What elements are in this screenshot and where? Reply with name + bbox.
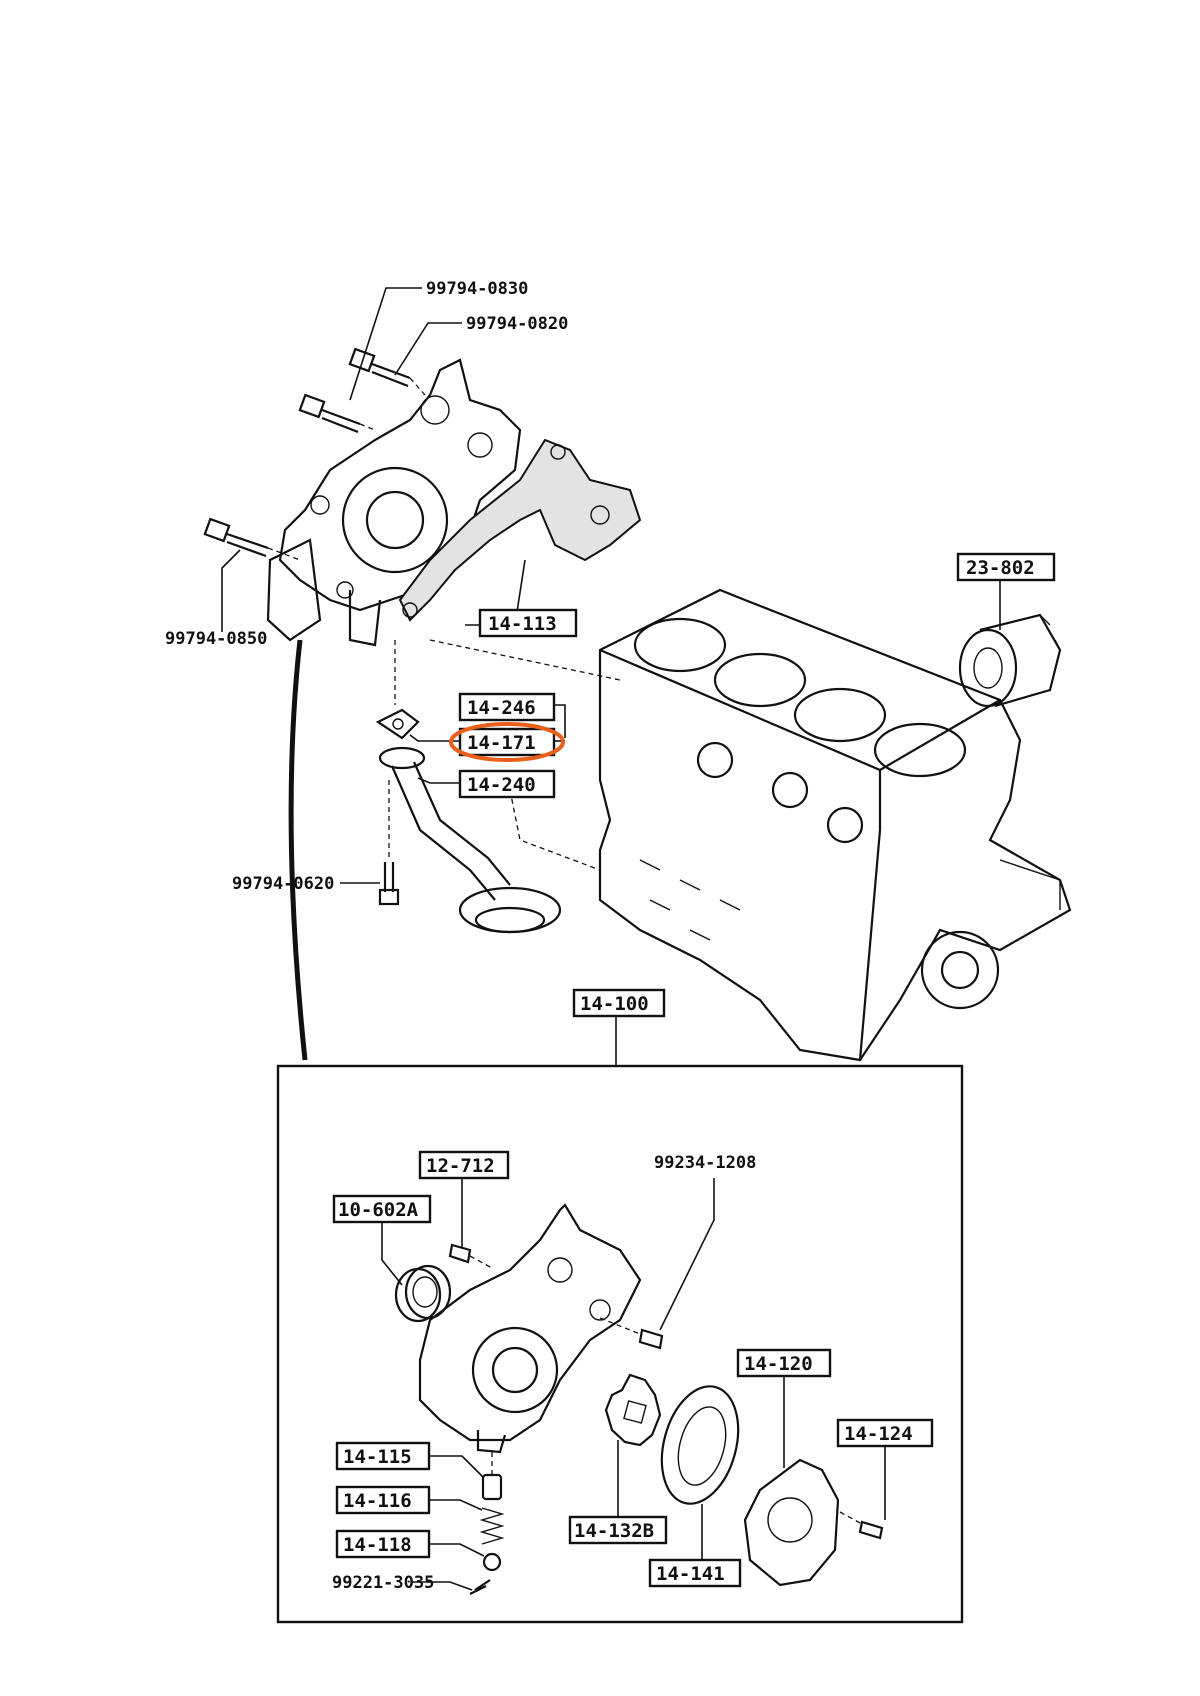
label-pin-3035: 99221-3035 [332, 1573, 434, 1593]
highlight-ring [449, 722, 565, 762]
svg-text:14-113: 14-113 [488, 613, 557, 635]
svg-text:14-240: 14-240 [467, 774, 536, 796]
svg-text:14-115: 14-115 [343, 1446, 412, 1468]
bolt-0820-icon [348, 347, 411, 388]
bolt-0850-icon [203, 517, 269, 558]
svg-text:23-802: 23-802 [966, 557, 1035, 579]
label-bolt-0850: 99794-0850 [165, 629, 267, 649]
label-seat-118: 14-118 [335, 1529, 431, 1559]
svg-text:14-120: 14-120 [744, 1353, 813, 1375]
bolt-0830-icon [298, 393, 361, 434]
svg-text:14-124: 14-124 [844, 1423, 913, 1445]
assembly-detail-frame [276, 1064, 964, 1624]
oil-seal-detail [394, 1264, 452, 1323]
svg-text:14-171: 14-171 [467, 732, 536, 754]
svg-text:14-141: 14-141 [656, 1563, 725, 1585]
label-gasket-113: 14-113 [478, 608, 578, 638]
assembly-dashed-lines [267, 377, 621, 871]
outer-rotor-detail [660, 1385, 740, 1505]
label-part-246: 14-246 [458, 692, 556, 722]
svg-text:14-132B: 14-132B [574, 1520, 654, 1542]
svg-text:12-712: 12-712 [426, 1155, 495, 1177]
svg-text:14-246: 14-246 [467, 697, 536, 719]
label-pin-1208: 99234-1208 [654, 1153, 756, 1173]
pump-cover-detail [743, 1458, 840, 1587]
label-pin-712: 12-712 [418, 1150, 510, 1180]
oil-pump-body [266, 358, 522, 647]
bolt-0620-icon [378, 862, 400, 906]
dowel-pin-detail [448, 1243, 493, 1269]
leader-lines [221, 287, 1001, 1591]
relief-valve-parts [469, 1452, 505, 1595]
label-bolt-0620: 99794-0620 [232, 874, 334, 894]
label-rotor-141: 14-141 [648, 1558, 742, 1588]
svg-text:14-100: 14-100 [580, 993, 649, 1015]
svg-text:14-118: 14-118 [343, 1534, 412, 1556]
label-plunger-115: 14-115 [335, 1441, 431, 1471]
label-bolt-0820: 99794-0820 [466, 314, 568, 334]
pin-1208-detail [599, 1317, 664, 1350]
engine-block [598, 588, 1072, 1062]
label-strainer-240: 14-240 [458, 769, 556, 799]
label-spring-116: 14-116 [335, 1485, 431, 1515]
label-cover-120: 14-120 [736, 1348, 832, 1378]
svg-text:10-602A: 10-602A [338, 1199, 419, 1221]
label-part-171: 14-171 [449, 722, 565, 762]
screw-detail [839, 1511, 884, 1540]
oil-pump-body-detail [418, 1203, 642, 1454]
label-bolt-0830: 99794-0830 [426, 279, 528, 299]
strainer-gasket [375, 708, 420, 740]
label-screw-124: 14-124 [836, 1418, 934, 1448]
label-gear-132b: 14-132B [568, 1515, 668, 1545]
gasket [398, 438, 642, 622]
assembly-arc [288, 639, 308, 1061]
label-filter-802: 23-802 [956, 552, 1056, 582]
label-seal-602a: 10-602A [332, 1194, 432, 1224]
oil-strainer [378, 746, 562, 934]
svg-text:14-116: 14-116 [343, 1490, 412, 1512]
label-assembly-100: 14-100 [572, 988, 666, 1018]
inner-gear-detail [604, 1373, 662, 1447]
oil-filter [958, 613, 1062, 708]
